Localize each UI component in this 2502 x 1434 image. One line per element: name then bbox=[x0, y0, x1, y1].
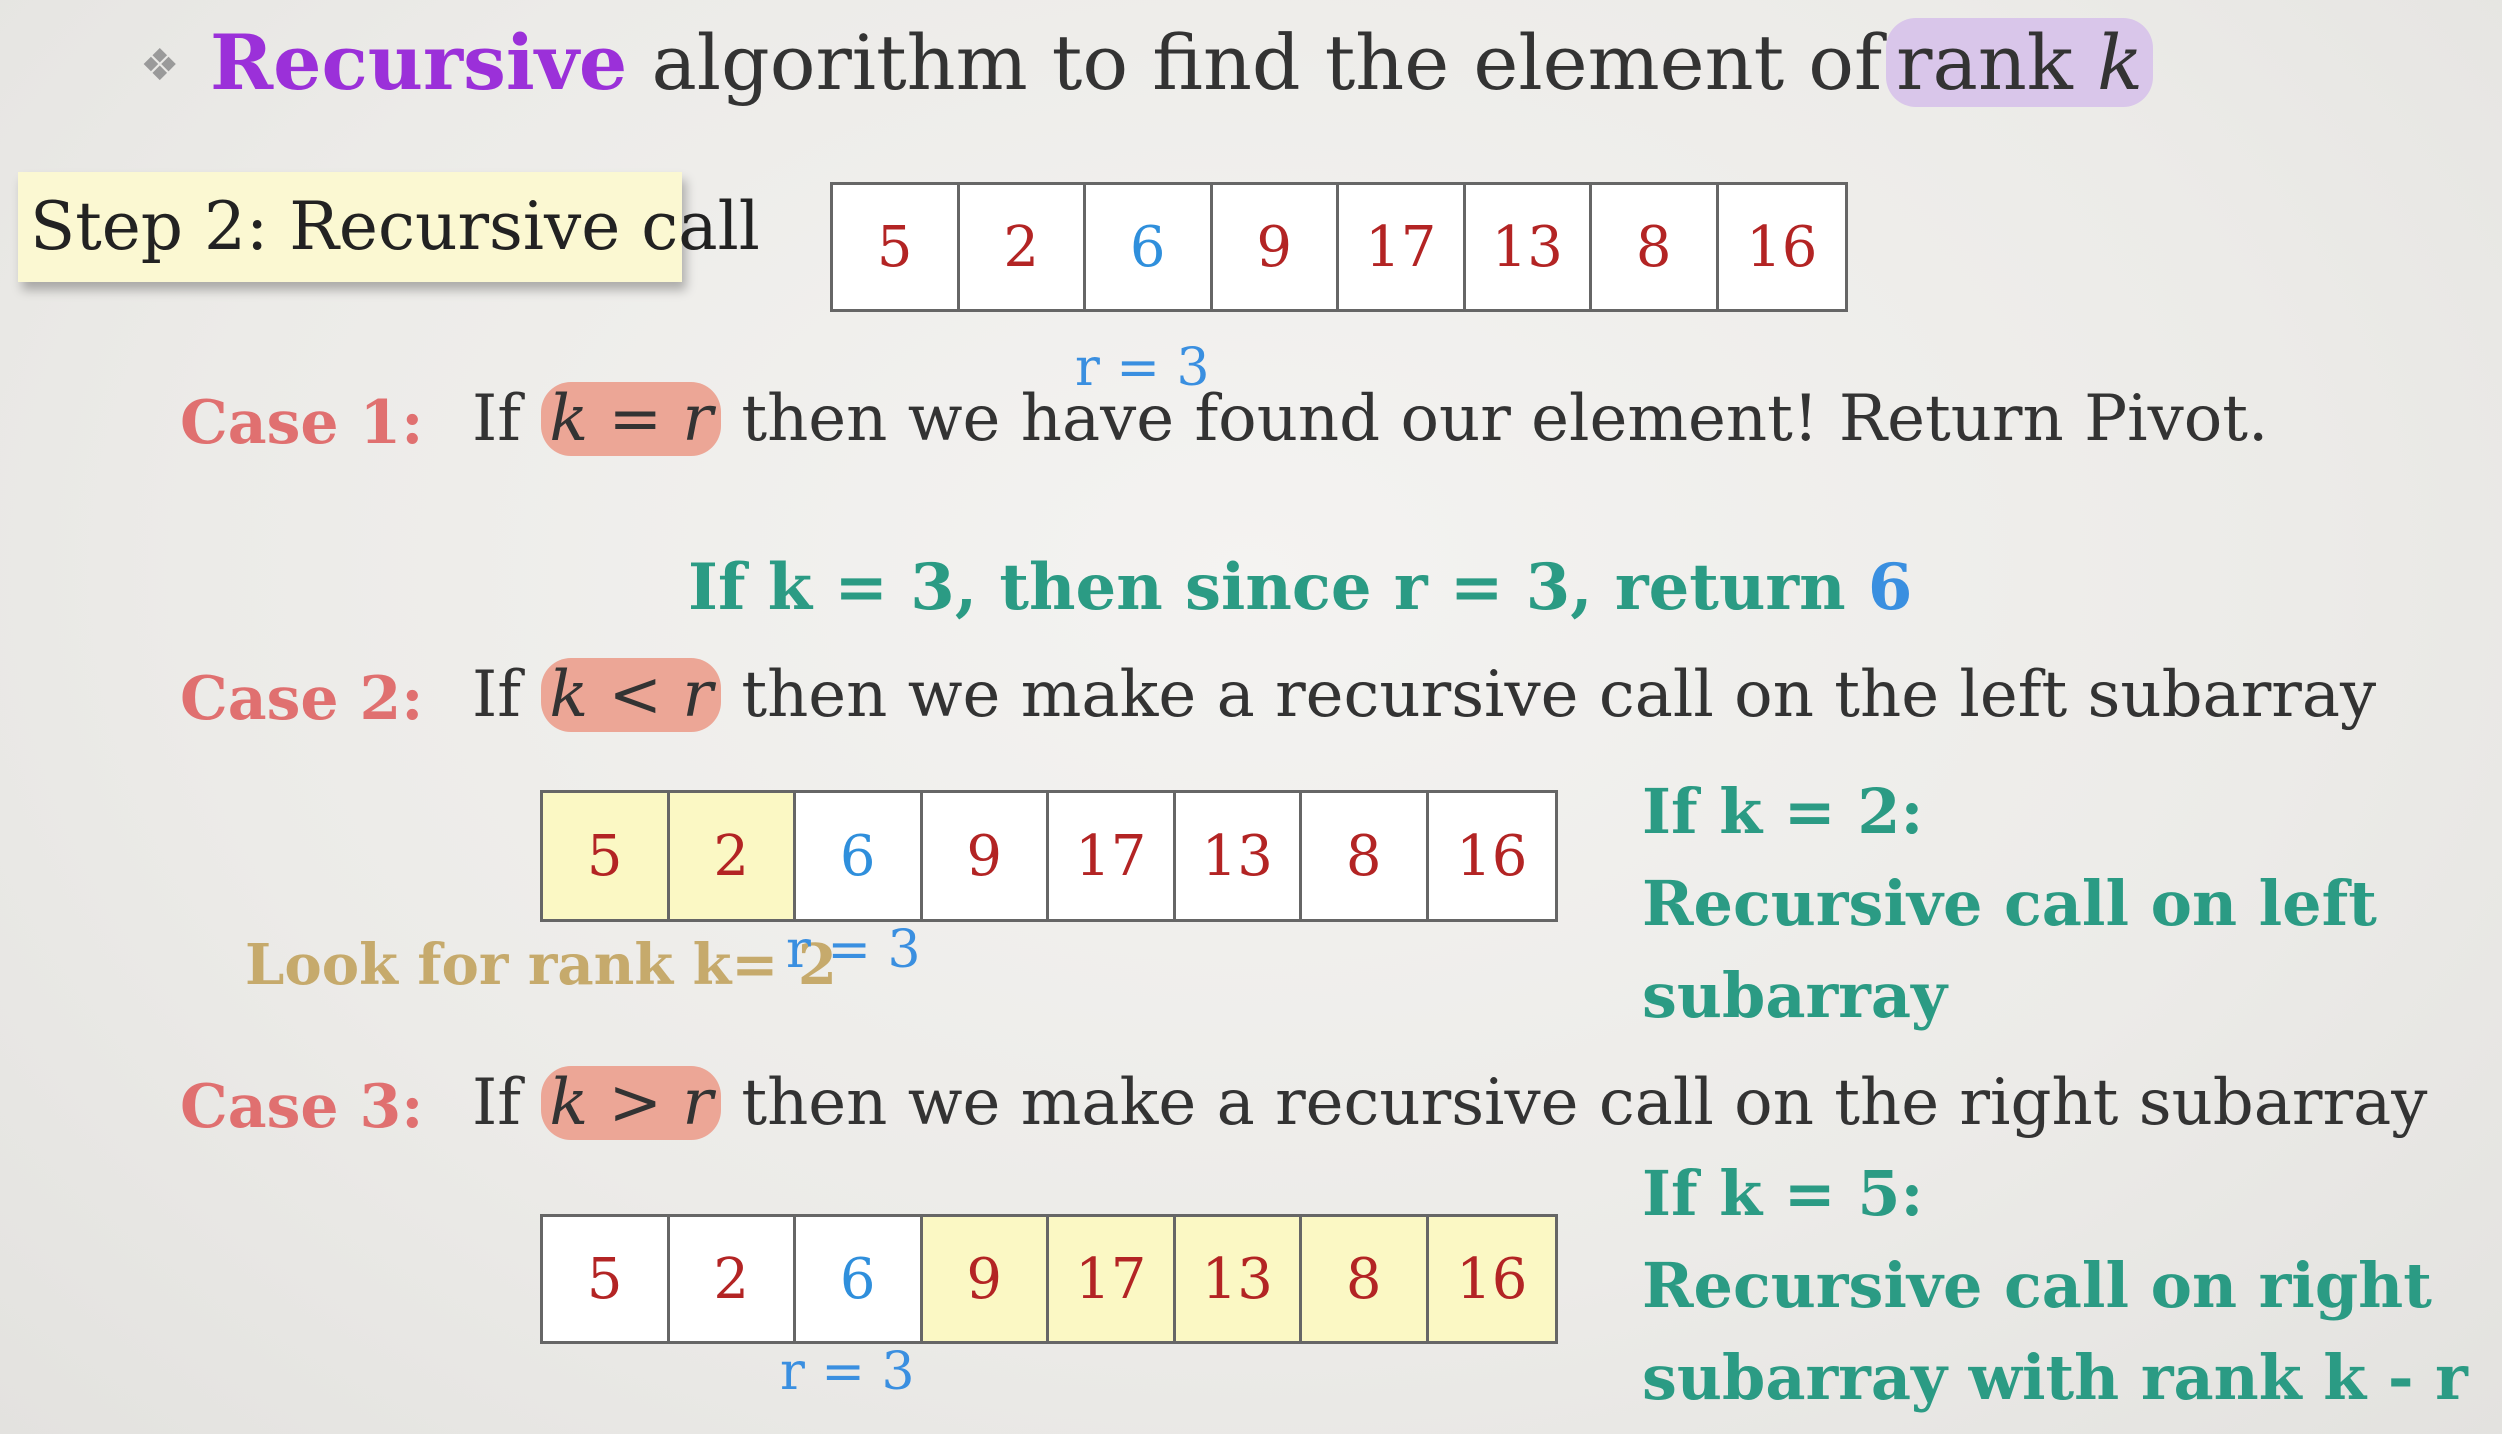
array-cell: 5 bbox=[833, 185, 960, 309]
array-cell: 9 bbox=[1212, 185, 1339, 309]
array-cell: 8 bbox=[1592, 185, 1719, 309]
case3-rest: then we make a recursive call on the rig… bbox=[741, 1066, 2428, 1140]
array-cell-highlighted: 16 bbox=[1428, 1217, 1555, 1341]
case1-rest: then we have found our element! Return P… bbox=[741, 382, 2269, 456]
case2-note-line: subarray bbox=[1642, 959, 1948, 1032]
case3-note-line: If k = 5: bbox=[1642, 1157, 1924, 1230]
slide-title: Recursive algorithm to find the element … bbox=[210, 18, 2154, 108]
title-rank-var: k bbox=[2096, 18, 2144, 107]
case2-text: If k < r then we make a recursive call o… bbox=[472, 658, 2376, 732]
array-cell: 16 bbox=[1428, 793, 1555, 919]
case2-array: 5 2 6 9 17 13 8 16 bbox=[540, 790, 1558, 922]
case2-label: Case 2: bbox=[180, 664, 424, 734]
array-cell-pivot: 6 bbox=[796, 793, 923, 919]
case2-note-line: If k = 2: bbox=[1642, 775, 1924, 848]
bullet-icon: ❖ bbox=[140, 40, 180, 91]
case3-condition: k > r bbox=[541, 1066, 721, 1140]
case1-if: If bbox=[472, 382, 521, 456]
array-cell-highlighted: 2 bbox=[669, 793, 796, 919]
case1-condition: k = r bbox=[541, 382, 721, 456]
case2-condition: k < r bbox=[541, 658, 721, 732]
case1-example: If k = 3, then since r = 3, return 6 bbox=[688, 550, 1912, 625]
array-cell: 8 bbox=[1302, 793, 1429, 919]
array-cell-pivot: 6 bbox=[796, 1217, 923, 1341]
case3-note: If k = 5: Recursive call on right subarr… bbox=[1642, 1148, 2468, 1424]
array-cell: 17 bbox=[1339, 185, 1466, 309]
case2-if: If bbox=[472, 658, 521, 732]
title-recursive: Recursive bbox=[210, 18, 628, 107]
step-label: Step 2: Recursive call bbox=[18, 172, 760, 282]
case1-label: Case 1: bbox=[180, 388, 424, 458]
title-rank-word: rank bbox=[1896, 18, 2073, 107]
case3-text: If k > r then we make a recursive call o… bbox=[472, 1066, 2427, 1140]
case2-look-for: Look for rank k= 2 bbox=[245, 932, 837, 998]
array-cell-highlighted: 8 bbox=[1302, 1217, 1429, 1341]
case1-example-text: If k = 3, then since r = 3, return bbox=[688, 550, 1846, 625]
case2-r-label: r = 3 bbox=[786, 920, 921, 980]
case3-if: If bbox=[472, 1066, 521, 1140]
array-cell: 16 bbox=[1718, 185, 1845, 309]
case3-r-label: r = 3 bbox=[780, 1342, 915, 1402]
array-cell-highlighted: 13 bbox=[1175, 1217, 1302, 1341]
array-cell-pivot: 6 bbox=[1086, 185, 1213, 309]
title-middle: algorithm to find the element of bbox=[651, 18, 1883, 107]
array-cell-highlighted: 17 bbox=[1049, 1217, 1176, 1341]
case3-label: Case 3: bbox=[180, 1072, 424, 1142]
array-cell: 9 bbox=[922, 793, 1049, 919]
array-cell: 5 bbox=[543, 1217, 670, 1341]
case1-text: If k = r then we have found our element!… bbox=[472, 382, 2268, 456]
array-cell-highlighted: 9 bbox=[922, 1217, 1049, 1341]
case3-note-line: subarray with rank k - r bbox=[1642, 1341, 2468, 1414]
array-cell: 2 bbox=[959, 185, 1086, 309]
case2-rest: then we make a recursive call on the lef… bbox=[741, 658, 2377, 732]
array-cell: 13 bbox=[1465, 185, 1592, 309]
case3-note-line: Recursive call on right bbox=[1642, 1249, 2432, 1322]
top-array: 5 2 6 9 17 13 8 16 bbox=[830, 182, 1848, 312]
case2-note: If k = 2: Recursive call on left subarra… bbox=[1642, 766, 2377, 1042]
case2-note-line: Recursive call on left bbox=[1642, 867, 2377, 940]
array-cell: 17 bbox=[1049, 793, 1176, 919]
title-rank-pill: rank k bbox=[1886, 18, 2154, 107]
array-cell: 2 bbox=[669, 1217, 796, 1341]
array-cell-highlighted: 5 bbox=[543, 793, 670, 919]
top-r-label: r = 3 bbox=[1075, 338, 1210, 398]
case3-array: 5 2 6 9 17 13 8 16 bbox=[540, 1214, 1558, 1344]
array-cell: 13 bbox=[1175, 793, 1302, 919]
case1-example-value: 6 bbox=[1867, 550, 1913, 625]
